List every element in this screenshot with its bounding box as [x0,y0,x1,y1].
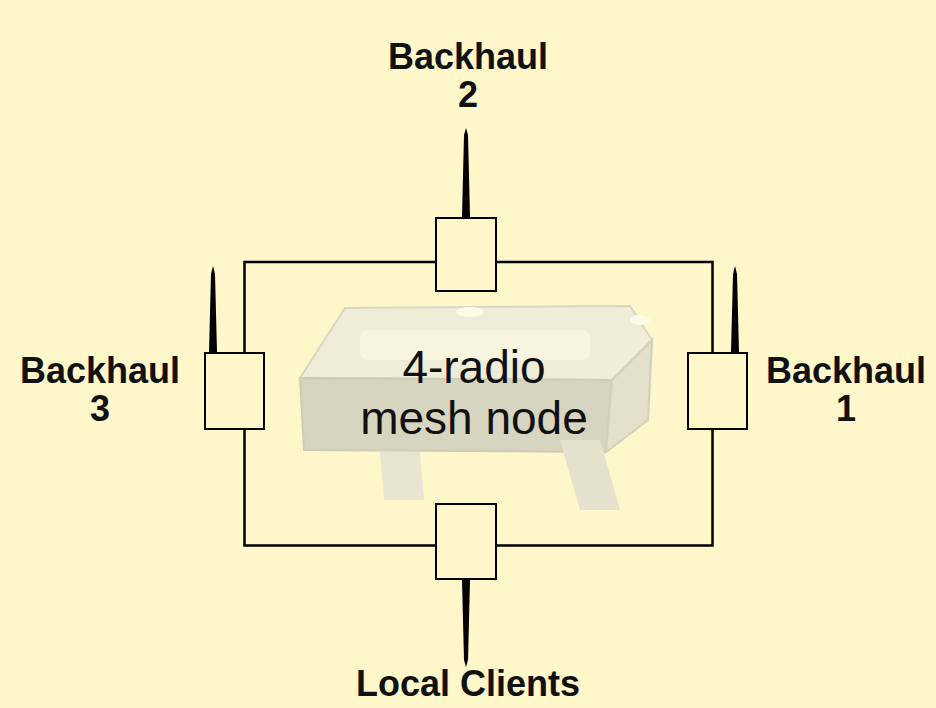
radio-box: Local Clients [435,503,497,580]
link-line [497,262,713,352]
antennas [209,128,739,667]
radio-box: Backhaul 1 [687,352,748,430]
radio-label: Backhaul 1 [760,352,932,428]
link-line [245,430,436,546]
radio-label: Backhaul 3 [14,352,186,428]
radio-label: Backhaul 2 [382,38,554,114]
antenna [731,266,739,352]
radio-label: Local Clients [318,665,618,703]
link-line [245,262,436,352]
radio-box: Backhaul 3 [204,352,265,430]
antenna [462,580,470,667]
antenna [462,128,470,217]
device-caption: 4-radio mesh node [354,342,594,443]
link-line [497,430,713,546]
radio-box: Backhaul 2 [435,217,497,292]
router-body [300,306,652,510]
antenna [209,266,217,352]
